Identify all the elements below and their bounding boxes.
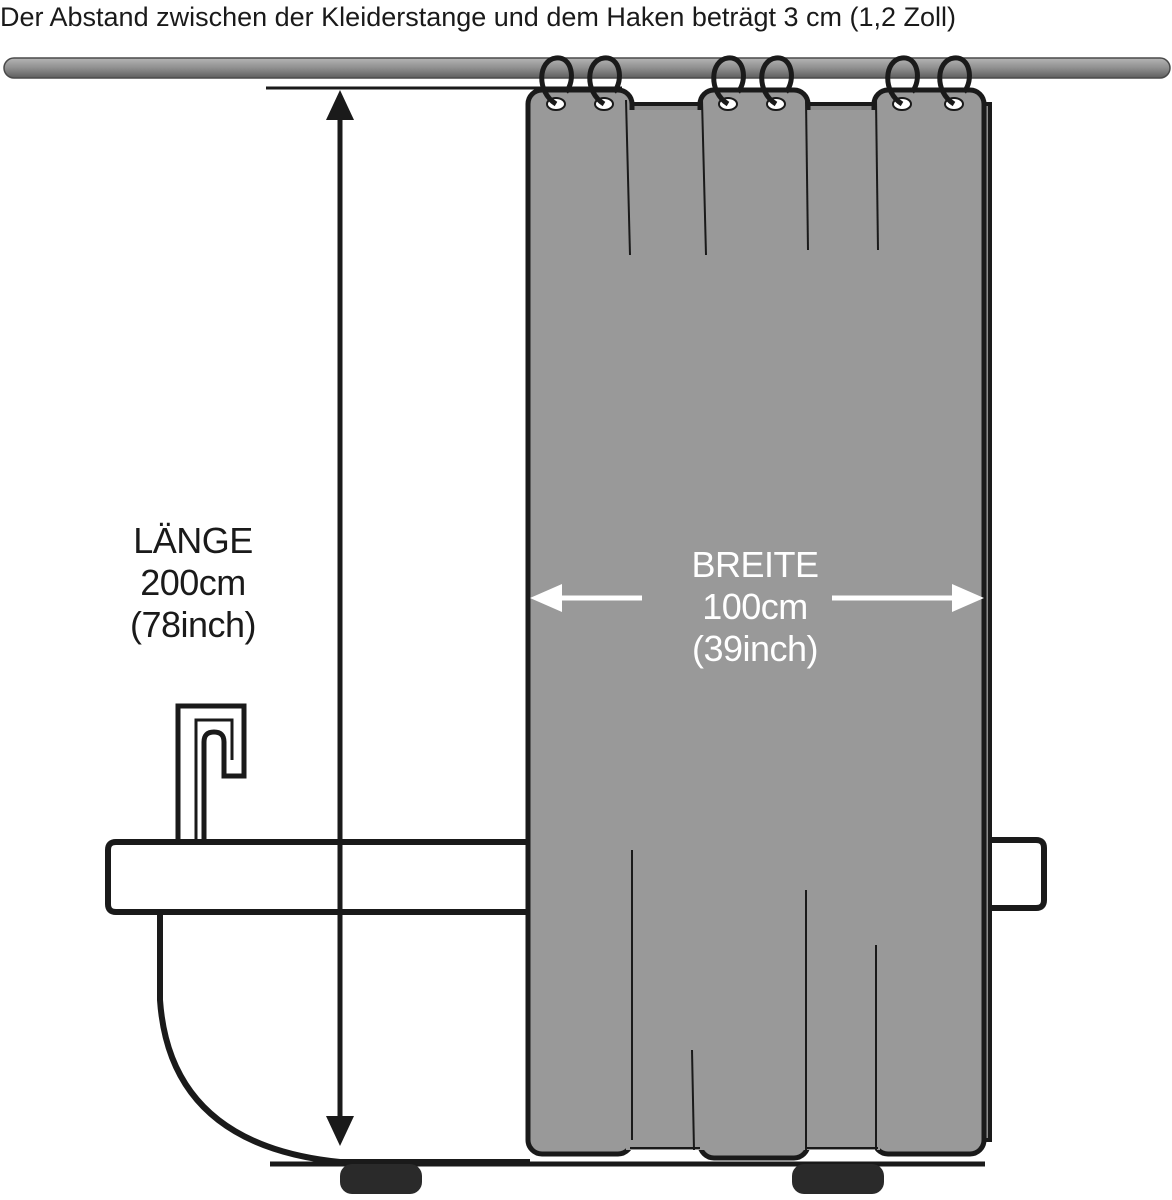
curtain (525, 87, 992, 1161)
ring-2 (587, 55, 622, 107)
length-dimension (266, 86, 622, 1146)
width-title: BREITE (691, 544, 819, 585)
length-arrow-head-top (326, 90, 354, 120)
faucet (175, 703, 247, 840)
rod-distance-caption: Der Abstand zwischen der Kleiderstange u… (0, 2, 956, 32)
ring-4 (759, 55, 794, 107)
curtain-rings (539, 55, 972, 107)
bathtub-body (157, 912, 530, 1165)
bathtub-rim (105, 839, 530, 915)
width-metric: 100cm (702, 586, 808, 627)
ring-6 (937, 55, 972, 107)
ring-1 (539, 55, 574, 107)
width-dimension (530, 584, 984, 612)
length-metric: 200cm (140, 562, 246, 603)
length-arrow-head-bottom (326, 1116, 354, 1146)
bathtub-foot-right (792, 1164, 884, 1194)
ring-3 (711, 55, 746, 107)
curtain-panel-1 (525, 87, 635, 1157)
width-imperial: (39inch) (691, 628, 819, 669)
bathtub-foot-left (340, 1164, 422, 1194)
bathtub-rim-right (982, 837, 1047, 911)
curtain-rod (3, 57, 1171, 79)
ring-5 (885, 55, 920, 107)
width-arrow-left-head (530, 584, 562, 612)
length-imperial: (78inch) (129, 604, 257, 645)
length-title: LÄNGE (133, 520, 253, 561)
length-label: LÄNGE 200cm (78inch) (88, 520, 298, 646)
curtain-panel-3 (871, 87, 987, 1157)
width-label: BREITE 100cm (39inch) (630, 544, 880, 670)
width-arrow-right-head (952, 584, 984, 612)
